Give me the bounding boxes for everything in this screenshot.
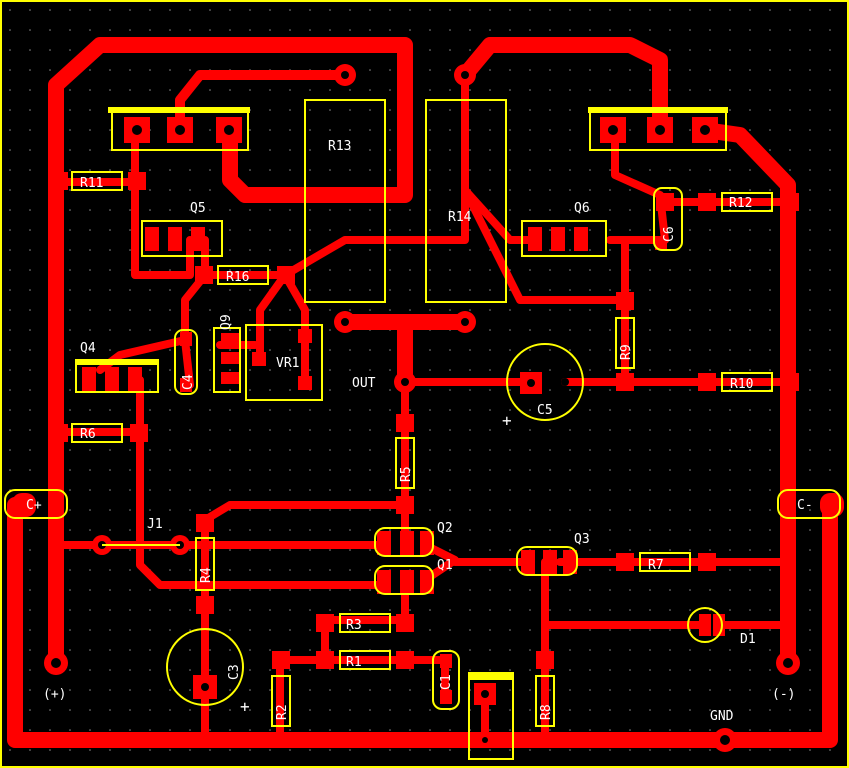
- copper-traces: [7, 37, 838, 748]
- label-q2: Q2: [437, 521, 453, 536]
- labels: R11 R12 R13 R14 R16 R10 R6 R3 R1 R7 R9 R…: [26, 139, 813, 724]
- label-plus-terminal: (+): [43, 687, 66, 702]
- label-q3: Q3: [574, 532, 590, 547]
- label-r9: R9: [619, 344, 634, 360]
- label-c6: C6: [662, 226, 677, 242]
- label-r14: R14: [448, 210, 472, 225]
- label-r5: R5: [399, 466, 414, 482]
- label-c-plus: C+: [26, 498, 42, 513]
- label-r3: R3: [346, 618, 362, 633]
- label-r6: R6: [80, 427, 96, 442]
- label-r10: R10: [730, 377, 753, 392]
- label-q1: Q1: [437, 558, 453, 573]
- label-d1: D1: [740, 632, 756, 647]
- label-c-minus: C-: [797, 498, 813, 513]
- label-c5-polarity: +: [502, 411, 512, 430]
- label-out: OUT: [352, 376, 376, 391]
- label-c4: C4: [181, 374, 196, 390]
- label-gnd: GND: [710, 709, 734, 724]
- label-r11: R11: [80, 176, 103, 191]
- label-q6: Q6: [574, 201, 590, 216]
- label-c5: C5: [537, 403, 553, 418]
- label-q4: Q4: [80, 341, 96, 356]
- label-q9: Q9: [219, 314, 234, 330]
- label-r16: R16: [226, 270, 249, 285]
- label-r13: R13: [328, 139, 351, 154]
- copper-pads: [12, 117, 844, 705]
- label-c1: C1: [439, 674, 454, 690]
- silkscreen: [4, 99, 841, 760]
- label-q5: Q5: [190, 201, 206, 216]
- label-minus-terminal: (-): [772, 687, 795, 702]
- label-r1: R1: [346, 655, 362, 670]
- label-c3: C3: [227, 664, 242, 680]
- label-j1: J1: [147, 517, 163, 532]
- trace-left-rail: [48, 37, 413, 671]
- label-r7: R7: [648, 558, 664, 573]
- label-r4: R4: [199, 567, 214, 583]
- label-r8: R8: [539, 704, 554, 720]
- label-r12: R12: [729, 196, 752, 211]
- label-c3-polarity: +: [240, 697, 250, 716]
- label-r2: R2: [275, 704, 290, 720]
- label-vr1: VR1: [276, 356, 299, 371]
